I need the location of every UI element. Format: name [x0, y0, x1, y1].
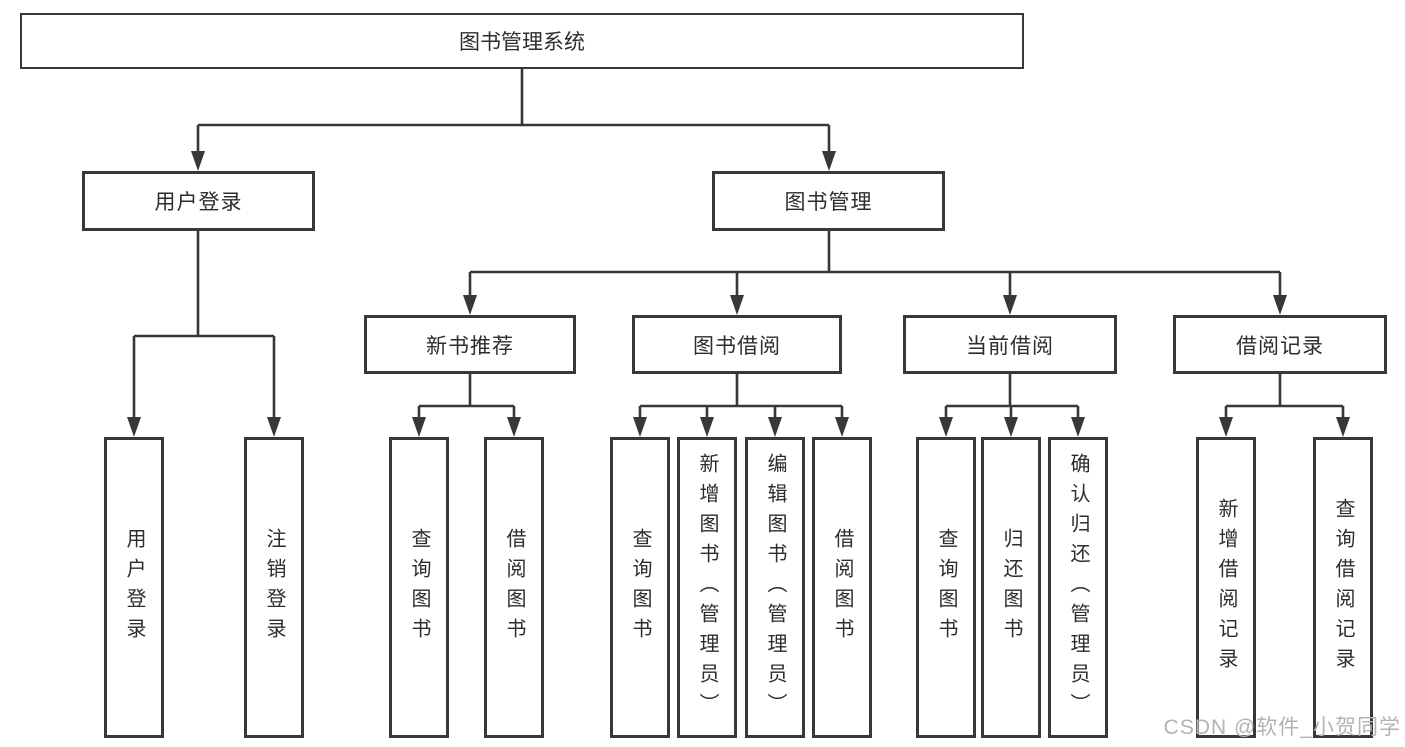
node-new-book-recommendation: 新书推荐 — [364, 315, 576, 374]
leaf-query-borrow-record: 查询借阅记录 — [1313, 437, 1373, 738]
leaf-logout: 注销登录 — [244, 437, 304, 738]
leaf-label: 借阅图书 — [503, 527, 525, 648]
leaf-confirm-return-admin: 确认归还（管理员） — [1048, 437, 1108, 738]
leaf-label: 查询图书 — [935, 527, 957, 648]
leaf-label: 用户登录 — [123, 527, 145, 648]
leaf-edit-books-admin: 编辑图书（管理员） — [745, 437, 805, 738]
leaf-query-books-current: 查询图书 — [916, 437, 976, 738]
leaf-user-login: 用户登录 — [104, 437, 164, 738]
node-library-system: 图书管理系统 — [20, 13, 1024, 69]
leaf-label: 查询借阅记录 — [1332, 497, 1354, 678]
leaf-add-books-admin: 新增图书（管理员） — [677, 437, 737, 738]
leaf-return-books: 归还图书 — [981, 437, 1041, 738]
leaf-label: 编辑图书（管理员） — [764, 452, 786, 723]
node-current-borrowing: 当前借阅 — [903, 315, 1117, 374]
node-book-borrowing: 图书借阅 — [632, 315, 842, 374]
node-borrowing-records: 借阅记录 — [1173, 315, 1387, 374]
leaf-label: 查询图书 — [629, 527, 651, 648]
leaf-add-borrow-record: 新增借阅记录 — [1196, 437, 1256, 738]
leaf-label: 查询图书 — [408, 527, 430, 648]
node-user-login: 用户登录 — [82, 171, 315, 231]
leaf-label: 注销登录 — [263, 527, 285, 648]
csdn-watermark: CSDN @软件_小贺同学 — [1163, 716, 1401, 739]
leaf-borrow-books-borrowing: 借阅图书 — [812, 437, 872, 738]
leaf-label: 新增图书（管理员） — [696, 452, 718, 723]
leaf-label: 借阅图书 — [831, 527, 853, 648]
leaf-query-books-recommend: 查询图书 — [389, 437, 449, 738]
leaf-label: 新增借阅记录 — [1215, 497, 1237, 678]
leaf-label: 确认归还（管理员） — [1067, 452, 1089, 723]
leaf-query-books-borrowing: 查询图书 — [610, 437, 670, 738]
node-book-management: 图书管理 — [712, 171, 945, 231]
leaf-borrow-books-recommend: 借阅图书 — [484, 437, 544, 738]
leaf-label: 归还图书 — [1000, 527, 1022, 648]
